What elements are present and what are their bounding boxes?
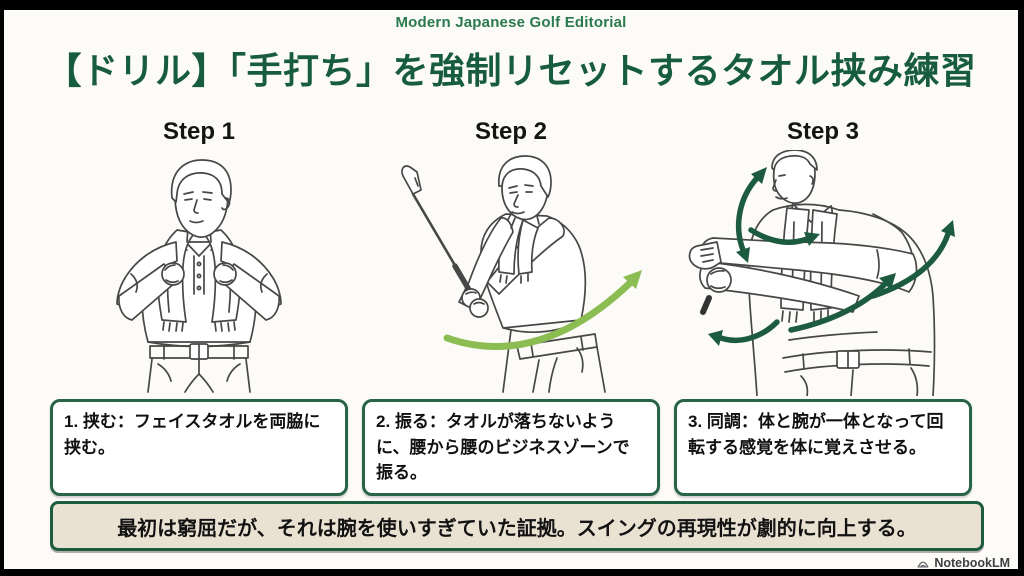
illustrations-row [50,150,972,398]
step1-label: Step 1 [162,118,236,145]
notebooklm-logo-icon [917,561,929,568]
page-title: 【ドリル】「手打ち」を強制リセットするタオル挟み練習 [45,50,977,91]
step2-illustration [362,150,660,398]
infographic-canvas: Modern Japanese Golf Editorial 【ドリル】「手打ち… [4,10,1018,570]
watermark: NotebookLM [916,556,1010,570]
watermark-label: NotebookLM [934,556,1010,570]
step1-caption-box: 1. 挟む：フェイスタオルを両脇に挟む。 [50,399,348,496]
step3-label: Step 3 [786,118,860,145]
summary-banner: 最初は窮屈だが、それは腕を使いすぎていた証拠。スイングの再現性が劇的に向上する。 [50,501,984,551]
step2-caption-box: 2. 振る：タオルが落ちないように、腰から腰のビジネスゾーンで振る。 [362,399,660,496]
step1-illustration [50,150,348,398]
brand-heading: Modern Japanese Golf Editorial [395,14,627,31]
step-labels-row: Step 1 Step 2 Step 3 [50,118,972,146]
step3-illustration [674,150,972,398]
step3-caption-box: 3. 同調：体と腕が一体となって回転する感覚を体に覚えさせる。 [674,399,972,496]
captions-row: 1. 挟む：フェイスタオルを両脇に挟む。 2. 振る：タオルが落ちないように、腰… [50,399,972,496]
step2-label: Step 2 [474,118,548,145]
